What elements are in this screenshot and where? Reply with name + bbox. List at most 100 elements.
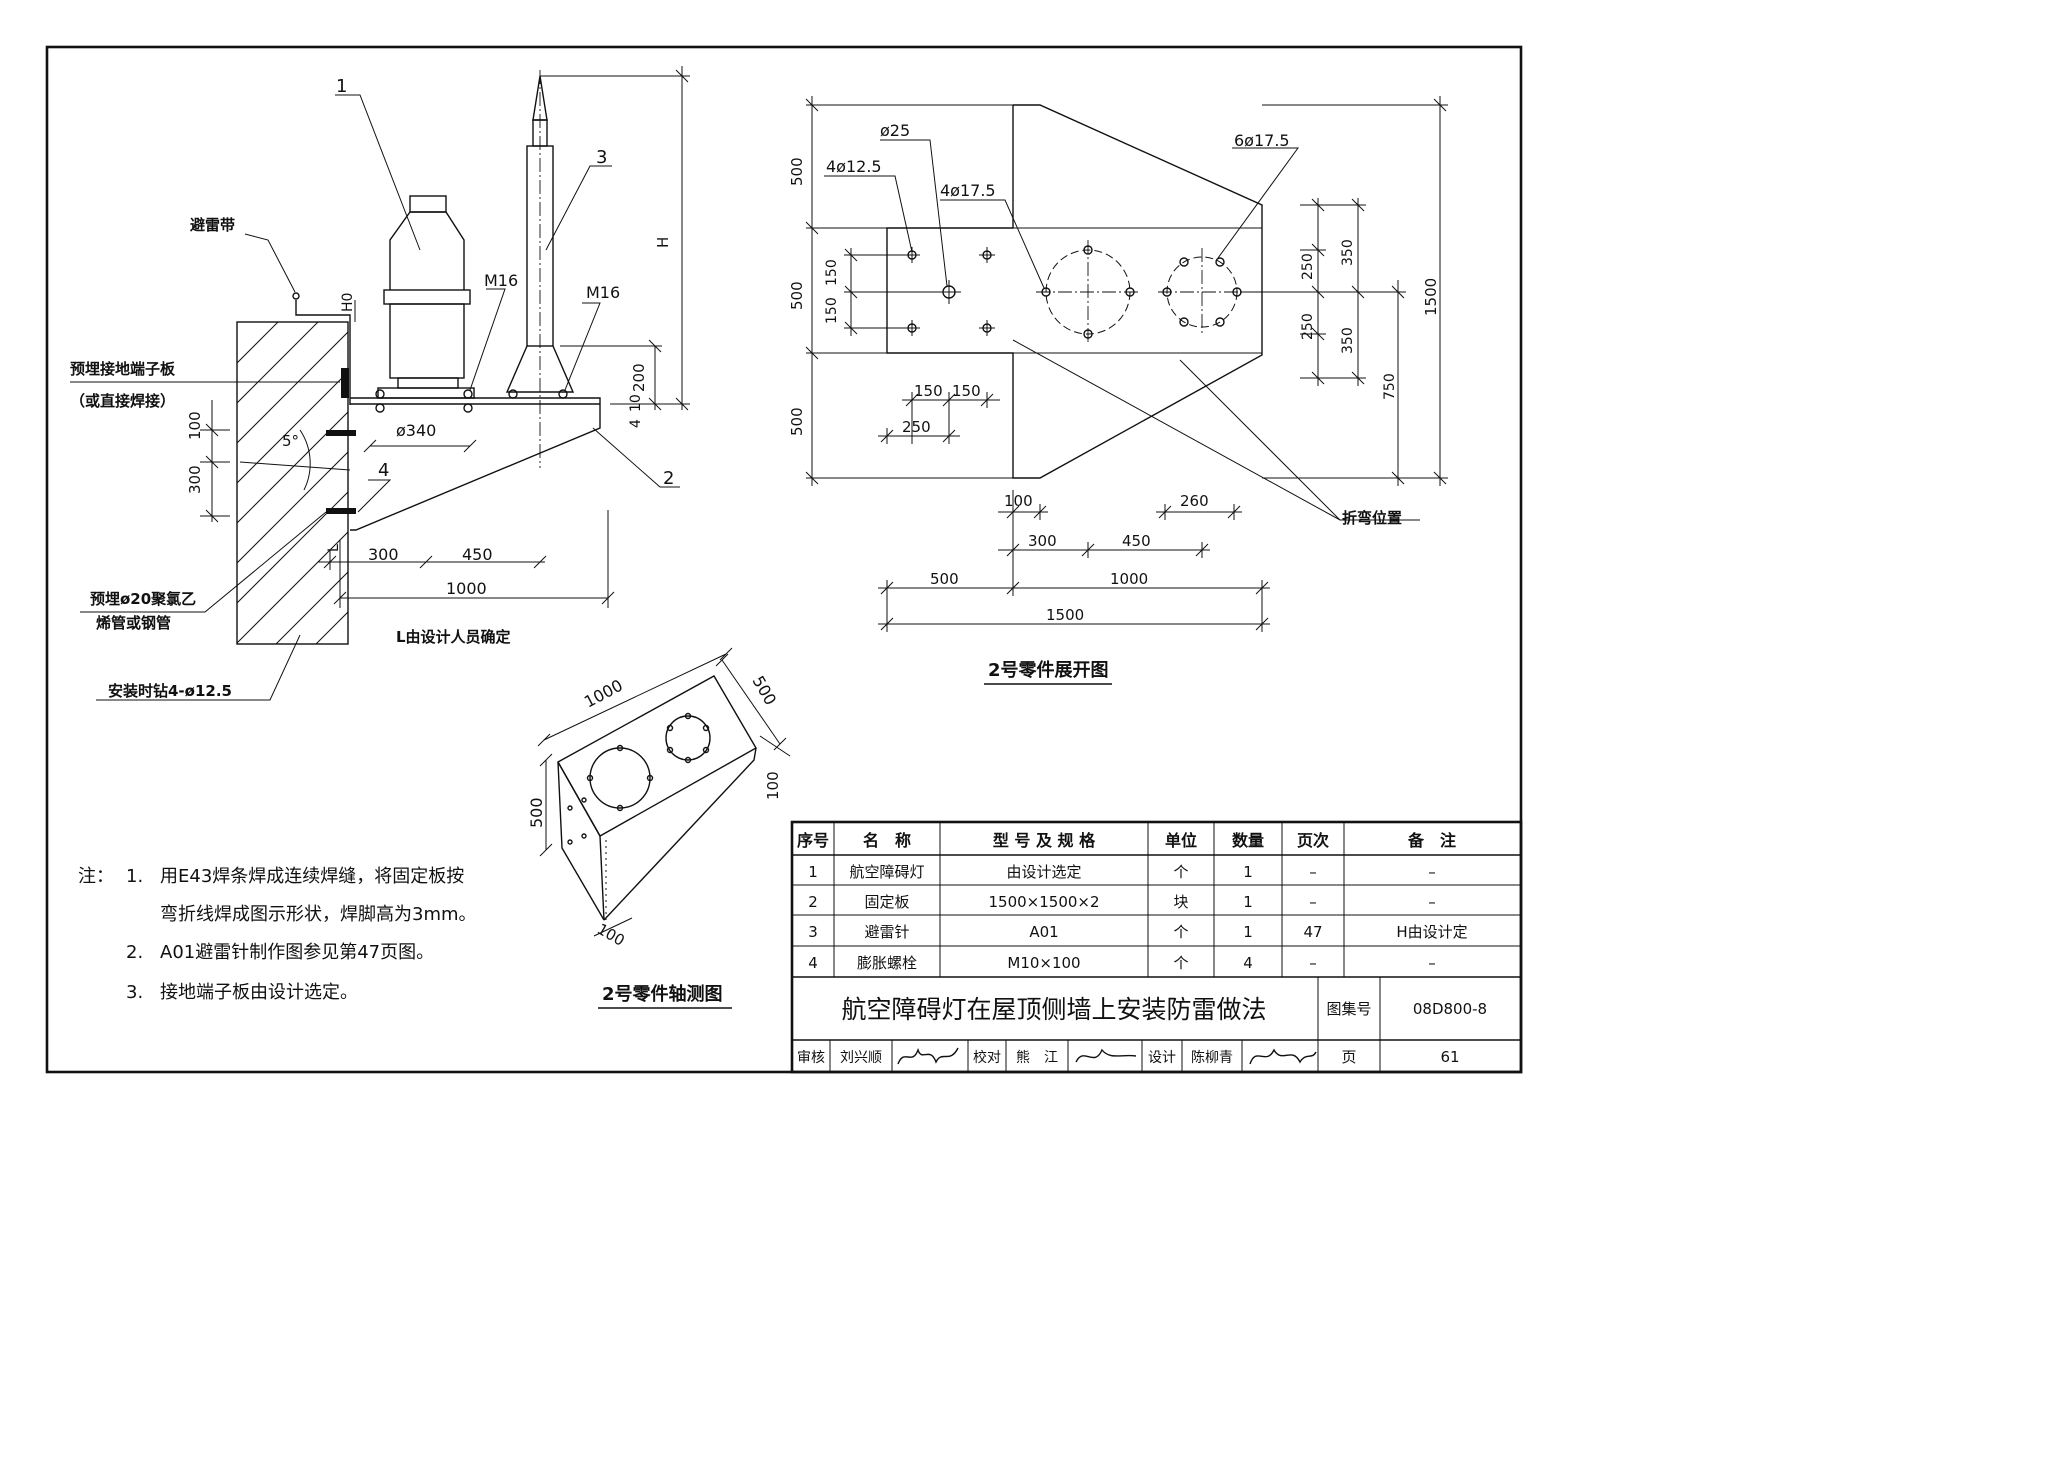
table-cell: 1 [808, 863, 818, 881]
designer-name: 陈柳青 [1191, 1049, 1233, 1066]
table-header-remark: 备 注 [1407, 831, 1456, 850]
grounding-plate [341, 368, 349, 398]
table-header-spec: 型 号 及 规 格 [993, 831, 1096, 850]
table-cell: 膨胀螺栓 [857, 954, 917, 972]
table-cell: 由设计选定 [1006, 863, 1081, 881]
page-number: 61 [1440, 1048, 1459, 1066]
bend-position-label: 折弯位置 [1342, 509, 1402, 527]
leader-bend-1 [1012, 339, 1420, 521]
note-1-line-1: 用E43焊条焊成连续焊缝，将固定板按 [160, 866, 464, 887]
axonometric-view-title: 2号零件轴测图 [602, 983, 723, 1005]
checker-signature [1075, 1048, 1137, 1063]
reviewer-name: 刘兴顺 [840, 1050, 882, 1066]
embedded-plate-label: 预埋接地端子板 [70, 360, 176, 378]
pvc-pipe-label-2: 烯管或钢管 [96, 614, 171, 632]
table-cell: 块 [1173, 893, 1188, 911]
dim-100-vertical: 100 [186, 411, 204, 440]
lightning-strip-wire [295, 300, 351, 405]
table-cell: 1 [1243, 923, 1253, 941]
dim-350-lower: 350 [1340, 327, 1356, 354]
part-number-4: 4 [378, 460, 389, 481]
dim-h260: 260 [1180, 492, 1209, 510]
dim-h: H [654, 237, 672, 248]
parts-table: 序号 名 称 型 号 及 规 格 单位 数量 页次 备 注 1 航空障碍灯 由设… [790, 820, 1523, 1074]
dim-300-vertical: 300 [186, 465, 204, 494]
leader-pipe [80, 511, 327, 613]
table-header-name: 名 称 [863, 831, 911, 850]
table-cell: M10×100 [1007, 954, 1080, 972]
obstruction-light [377, 195, 475, 399]
table-cell: 1500×1500×2 [988, 893, 1099, 911]
table-header-page: 页次 [1297, 831, 1329, 850]
label-4x17-5: 4ø17.5 [940, 181, 996, 200]
table-cell: 4 [808, 954, 818, 972]
l-note: L由设计人员确定 [396, 628, 511, 646]
table-cell: 1 [1243, 863, 1253, 881]
leader-bend-2 [1179, 359, 1341, 521]
axo-slope-edge [603, 747, 757, 921]
axo-front-face [557, 761, 605, 921]
wall [236, 321, 349, 645]
leader-strip [244, 233, 296, 293]
atlas-label: 图集号 [1326, 1000, 1371, 1018]
development-view-title: 2号零件展开图 [988, 659, 1109, 681]
dim-d340: ø340 [396, 421, 436, 440]
table-cell: 避雷针 [864, 923, 909, 941]
bolt-label-right: M16 [586, 283, 620, 302]
leader-6x17 [1217, 147, 1299, 259]
axo-dim-100-right: 100 [764, 771, 782, 800]
dim-350-upper: 350 [1340, 239, 1356, 266]
table-cell: 4 [1243, 954, 1253, 972]
notes-prefix: 注： [78, 866, 114, 887]
lightning-rod [505, 70, 575, 468]
note-3-number: 3. [126, 982, 143, 1003]
note-3-line-1: 接地端子板由设计选定。 [160, 982, 358, 1003]
dim-h150-a: 150 [914, 382, 943, 400]
dim-h100: 100 [1004, 492, 1033, 510]
table-cell: A01 [1029, 923, 1058, 941]
designer-signature [1249, 1048, 1317, 1065]
table-header-qty: 数量 [1232, 831, 1264, 850]
leader-d25 [880, 139, 948, 287]
reviewer-signature [897, 1047, 959, 1065]
axo-rod-hole [665, 715, 711, 761]
dim-150-lower: 150 [824, 297, 840, 324]
table-cell: – [1428, 863, 1436, 881]
dim-1500-vertical: 1500 [1422, 278, 1440, 316]
dim-300: 300 [368, 545, 399, 564]
dim-l: L [326, 544, 342, 552]
dim-1000: 1000 [446, 579, 487, 598]
note-2-number: 2. [126, 942, 143, 963]
table-cell: 个 [1173, 863, 1188, 881]
dim-250-lower: 250 [1300, 313, 1316, 340]
leader-m16-left [469, 288, 506, 391]
table-cell: – [1309, 893, 1317, 911]
anchor-bolt-upper [326, 430, 356, 436]
table-cell: 航空障碍灯 [849, 863, 924, 881]
pvc-pipe-label: 预埋ø20聚氯乙 [90, 590, 196, 608]
leader-4x17 [940, 199, 1045, 289]
drill-note: 安装时钻4-ø12.5 [108, 682, 232, 700]
leader-3 [545, 165, 612, 251]
leader-m16-right [564, 302, 601, 391]
dim-500-top: 500 [788, 157, 806, 186]
table-cell: 个 [1173, 954, 1188, 972]
table-cell: – [1309, 863, 1317, 881]
table-cell: 3 [808, 923, 818, 941]
dim-500-mid: 500 [788, 281, 806, 310]
leader-2 [592, 427, 680, 488]
axonometric-view: 1000 500 500 100 100 2号零件轴测图 [527, 647, 791, 1009]
table-cell: 个 [1173, 923, 1188, 941]
dim-200: 200 [630, 363, 648, 392]
embedded-plate-label-2: （或直接焊接） [70, 392, 175, 410]
check-label: 校对 [973, 1049, 1001, 1066]
leader-4 [357, 479, 392, 513]
dim-150-upper: 150 [824, 259, 840, 286]
anchor-bolt-lower [326, 508, 356, 514]
table-cell: 1 [1243, 893, 1253, 911]
lightning-strip-marker [292, 292, 300, 300]
dim-h1500: 1500 [1046, 606, 1084, 624]
dim-h500: 500 [930, 570, 959, 588]
dim-h150-b: 150 [952, 382, 981, 400]
table-cell: 固定板 [864, 893, 909, 911]
